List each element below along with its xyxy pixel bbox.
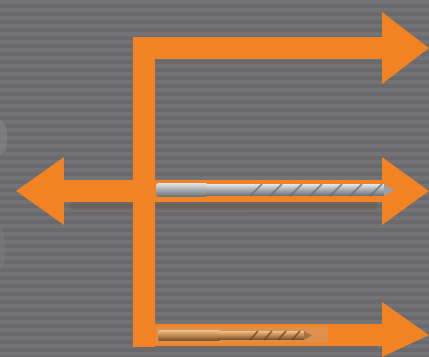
top-branch xyxy=(133,37,391,59)
gold-bit-shank xyxy=(158,330,220,341)
gold-bit-body xyxy=(218,331,304,340)
left-branch xyxy=(62,180,135,202)
silver-drill-bit xyxy=(156,183,394,197)
silver-bit-shank xyxy=(156,183,208,197)
gold-drill-bit xyxy=(156,327,328,343)
